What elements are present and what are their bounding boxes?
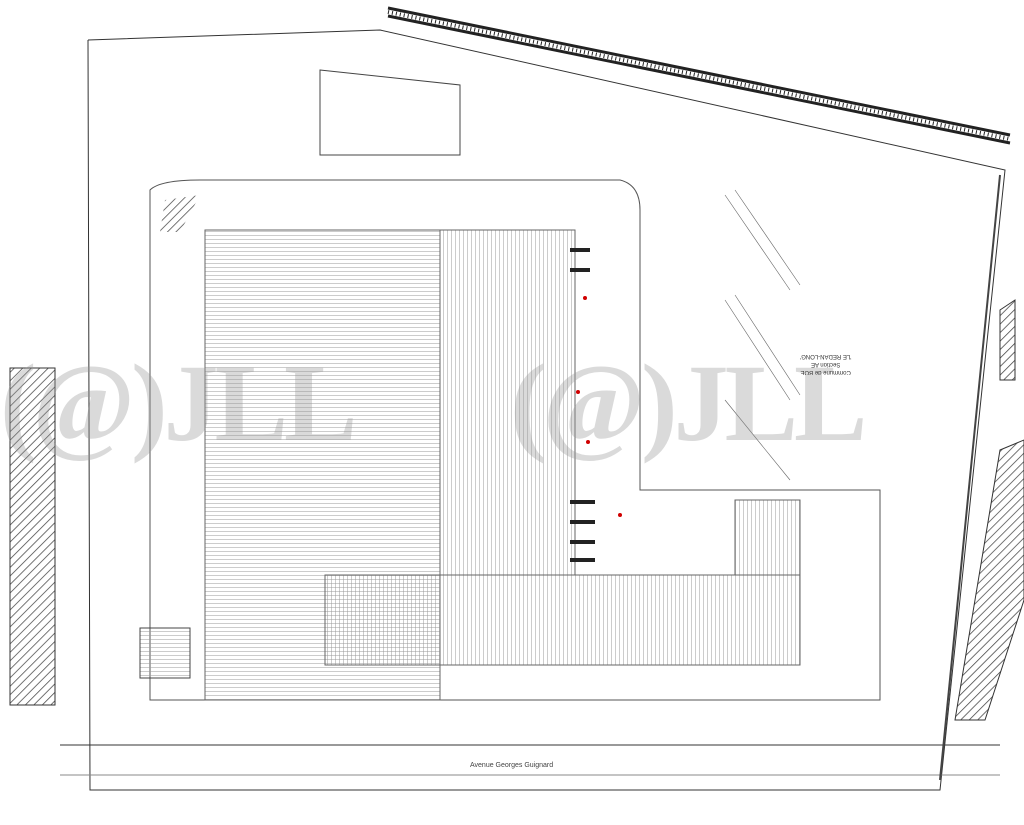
watermark-logo: (@)JLL	[0, 342, 357, 464]
red-markers	[576, 296, 622, 517]
parcel-commune: Commune de BOE	[800, 369, 851, 375]
annex-building	[139, 627, 191, 679]
warehouse-east	[734, 499, 801, 576]
internal-road	[149, 179, 881, 701]
loading-docks	[570, 248, 595, 562]
warehouse-center	[439, 229, 576, 576]
street-label: Avenue Georges Guignard	[470, 762, 554, 769]
warehouse-south	[324, 574, 801, 666]
parcel-label: Commune de BOE Section AE 'LE REDAN-LONG…	[800, 352, 851, 376]
hatched-corner	[160, 195, 200, 232]
hatched-area-east-2	[954, 439, 1024, 721]
hatched-area-west	[9, 367, 56, 706]
parcel-section: Section AE	[810, 361, 841, 367]
site-boundary	[87, 29, 1006, 791]
railway	[387, 6, 1011, 145]
hatched-area-east-1	[999, 299, 1016, 381]
watermark-logo: (@)JLL	[510, 342, 867, 464]
parking-east	[724, 189, 801, 481]
east-road	[939, 174, 1001, 781]
parcel-lieu-dit: 'LE REDAN-LONG'	[800, 353, 852, 359]
basin	[319, 69, 461, 156]
